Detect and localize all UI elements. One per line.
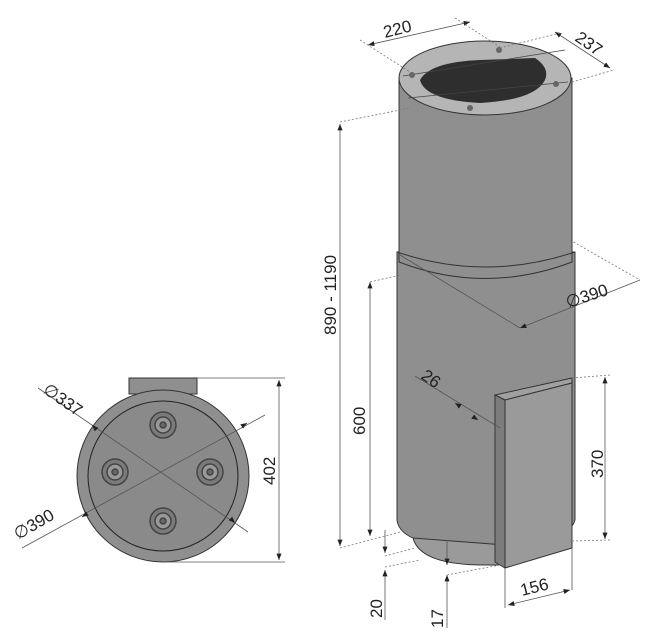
knob-icon [149,507,177,535]
bottom-view-inner-circle [87,400,239,552]
side-view: 220 237 890 - 1190 600 ∅390 26 370 20 17 [321,17,641,628]
knob-icon [196,458,224,486]
lower-height-label: 600 [350,407,369,435]
height-range-label: 890 - 1190 [321,255,340,335]
panel-height-label: 370 [588,450,607,478]
total-depth-label: 402 [260,457,279,485]
top-depth-label: 237 [572,28,606,60]
seam [396,251,576,268]
bottom-view: ∅337 ∅390 402 [11,377,285,563]
outer-diameter-label: ∅390 [11,505,58,543]
upper-cylinder [398,77,573,279]
base-gap-label: 20 [367,599,386,618]
base-height-label: 17 [428,609,447,628]
panel-side [494,394,506,569]
inner-diameter-label: ∅337 [40,380,86,420]
knob-icon [149,411,177,439]
top-outlet [420,58,547,103]
knob-icons [101,411,224,535]
knob-icon [101,458,129,486]
top-width-label: 220 [381,17,413,42]
control-panel [504,382,573,569]
